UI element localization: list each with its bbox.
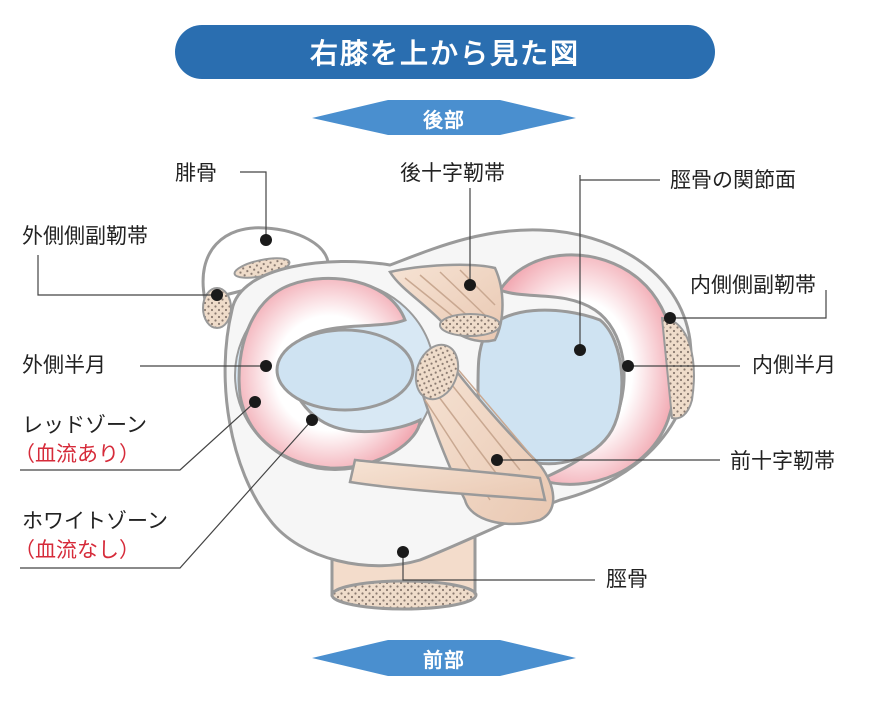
leader-lines <box>20 171 827 581</box>
anterior-label: 前部 <box>423 647 465 672</box>
label-acl: 前十字靭帯 <box>730 449 835 473</box>
label-medial-meniscus: 内側半月 <box>752 353 836 377</box>
label-pcl: 後十字靭帯 <box>400 161 505 185</box>
medial-articular-surface <box>476 308 624 466</box>
meniscal-attachment-posterior <box>439 313 501 337</box>
label-fibula: 腓骨 <box>175 161 217 185</box>
label-tibial-articular-surface: 脛骨の関節面 <box>670 168 796 192</box>
label-red-zone-note: （血流あり） <box>14 442 140 466</box>
lcl-attachment <box>202 287 232 329</box>
marker-dots <box>211 234 676 558</box>
lateral-articular-surface <box>275 328 415 412</box>
posterior-arrow <box>312 100 576 135</box>
medial-meniscus-shape <box>497 253 678 486</box>
anterior-arrow <box>312 640 576 676</box>
posterior-label: 後部 <box>423 107 465 132</box>
label-red-zone: レッドゾーン <box>22 413 147 437</box>
meniscal-attachment-central <box>414 343 460 401</box>
label-lateral-meniscus: 外側半月 <box>22 353 106 377</box>
label-lcl: 外側側副靭帯 <box>22 224 148 248</box>
mcl-attachment <box>660 316 695 420</box>
label-white-zone-note: （血流なし） <box>14 538 140 562</box>
label-mcl: 内側側副靭帯 <box>690 273 816 297</box>
label-tibia: 脛骨 <box>606 567 648 591</box>
diagram-title: 右膝を上から見た図 <box>175 25 715 79</box>
label-white-zone: ホワイトゾーン <box>22 509 168 533</box>
